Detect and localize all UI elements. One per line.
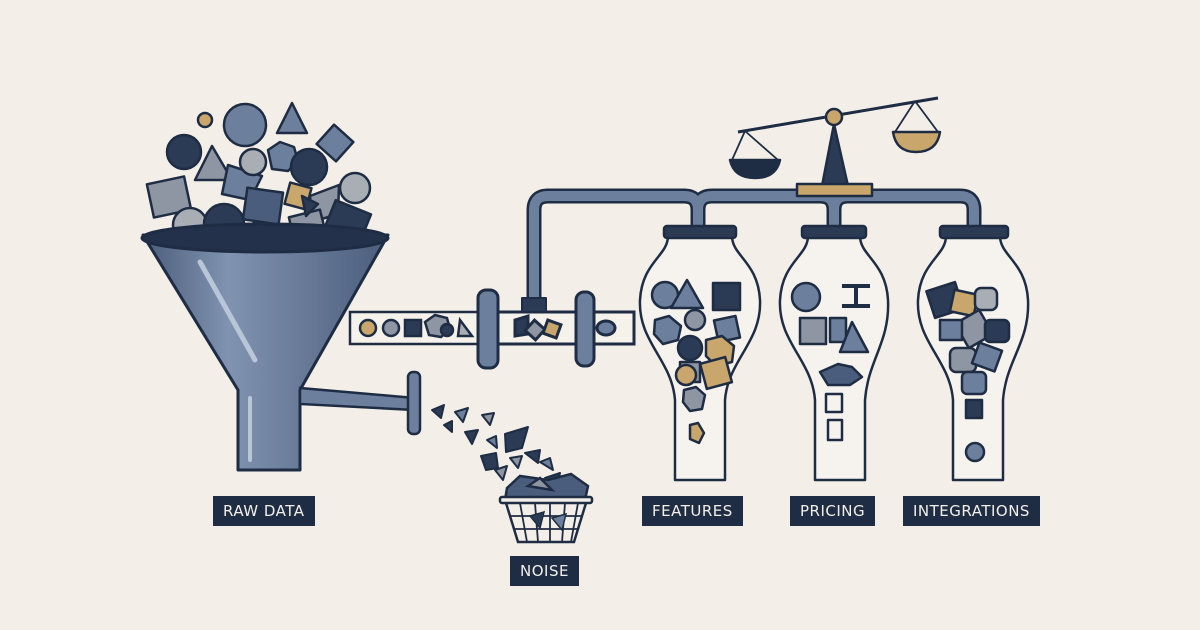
balance-scale-icon xyxy=(728,96,942,198)
glass-pipeline-icon xyxy=(348,310,484,346)
label-pricing: PRICING xyxy=(790,496,876,526)
glass-jar-features-icon xyxy=(638,224,762,482)
label-features: FEATURES xyxy=(642,496,743,526)
raw-data-pile xyxy=(145,101,373,252)
wire-basket-icon xyxy=(498,472,594,544)
noise-pipe-icon xyxy=(298,370,422,436)
distribution-pipes-icon xyxy=(521,188,982,313)
label-noise: NOISE xyxy=(510,556,579,586)
funnel-icon xyxy=(140,222,390,472)
glass-jar-integrations-icon xyxy=(916,224,1030,482)
valve-icon xyxy=(476,288,636,370)
label-raw-data: RAW DATA xyxy=(213,496,315,526)
glass-jar-pricing-icon xyxy=(778,224,890,482)
label-integrations: INTEGRATIONS xyxy=(903,496,1040,526)
